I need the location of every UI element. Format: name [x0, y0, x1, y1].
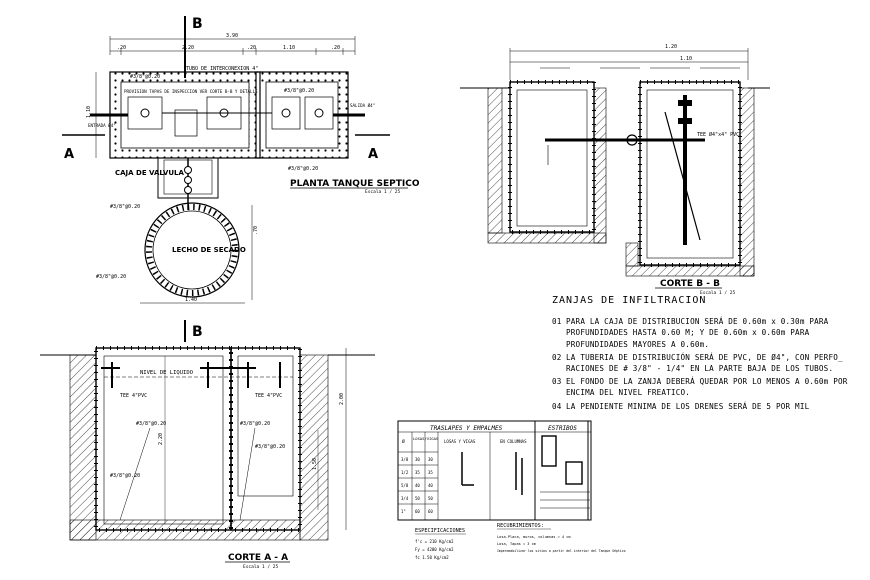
section-a-rebar-3: #3/8"@0.20 [255, 444, 285, 450]
traslapes-title: TRASLAPES Y EMPALMES [430, 425, 503, 432]
section-a-rebar-1: #3/8"@0.20 [240, 421, 270, 427]
note-number: 01 [552, 317, 562, 327]
traslapes-cell: 60 [415, 509, 420, 514]
section-b-view: 1.20 1.10 TEE Ø4"x4" PVC CO [460, 44, 770, 296]
traslapes-cell: 35 [415, 470, 420, 475]
traslapes-table: TRASLAPES Y EMPALMES ESTRIBOS Ø LOSAS/VI… [397, 420, 626, 560]
plan-section-b: B [192, 16, 203, 32]
traslapes-cell: 5/8 [401, 483, 409, 488]
note-text: LA TUBERIA DE DISTRIBUCIÓN SERÁ DE PVC, … [566, 352, 843, 374]
infiltration-notes: ZANJAS DE INFILTRACION 01 PARA LA CAJA D… [552, 295, 864, 414]
note-number: 04 [552, 401, 562, 411]
plan-dim-side-2: .70 [253, 226, 259, 235]
note-number: 02 [552, 352, 562, 362]
traslapes-cell: 50 [428, 496, 433, 501]
section-b-tee: TEE Ø4"x4" PVC [697, 131, 739, 138]
traslapes-cell: 1" [401, 509, 406, 514]
plan-valve-box: CAJA DE VALVULA [115, 169, 184, 177]
traslapes-cell: 60 [428, 509, 433, 514]
note-number: 03 [552, 377, 562, 387]
note-item: 01 PARA LA CAJA DE DISTRIBUCION SERÁ DE … [552, 316, 864, 350]
section-b-scale: Escala 1 / 25 [700, 290, 736, 296]
traslapes-header-3: EN COLUMNAS [500, 439, 527, 444]
traslapes-cell: 30 [415, 457, 420, 462]
traslapes-header-0: Ø [402, 438, 405, 445]
plan-dim-side-0: 1.10 [86, 106, 92, 118]
section-a-rebar-2: #3/8"@0.20 [110, 473, 140, 479]
section-a-marker-b: B [192, 324, 203, 340]
plan-rebar-top2: #3/8"@0.20 [284, 88, 314, 94]
traslapes-cell: 50 [415, 496, 420, 501]
traslapes-rows: 3/8 30 30 1/2 35 35 5/8 40 40 3/4 50 50 … [401, 457, 433, 514]
traslapes-cell: 40 [415, 483, 420, 488]
section-a-tee-right: TEE 4"PVC [255, 393, 282, 399]
plan-rebar-top: #3/8"@0.20 [130, 74, 160, 80]
section-a-rebar-0: #3/8"@0.20 [136, 421, 166, 427]
note-item: 04 LA PENDIENTE MINIMA DE LOS DRENES SER… [552, 401, 864, 412]
plan-rebar-valve: #3/8"@0.20 [110, 204, 140, 210]
plan-view: 3.90 .20 2.20 .20 1.10 .20 B TUBO DE INT… [62, 16, 420, 304]
section-a-dim-inner: 2.20 [158, 433, 164, 445]
plan-dim-top-1: 2.20 [182, 45, 194, 51]
traslapes-cell: 3/4 [401, 496, 409, 501]
note-text: EL FONDO DE LA ZANJA DEBERÁ QUEDAR POR L… [566, 377, 848, 398]
section-b-dim-1: 1.10 [680, 56, 692, 62]
specs-line-2: fc 1.50 Kg/cm2 [415, 555, 449, 560]
note-item: 03 EL FONDO DE LA ZANJA DEBERÁ QUEDAR PO… [552, 376, 864, 398]
section-a-view: B NIVEL DE LIQUIDO TEE 4"PVC TEE 4"PVC #… [40, 320, 375, 570]
plan-dim-total: 3.90 [226, 33, 238, 39]
section-a-title: CORTE A - A [228, 553, 288, 563]
recub-line-1: Losa, Tapas = 3 cm [497, 542, 536, 546]
plan-dim-bottom: 1.40 [185, 297, 197, 303]
estribos-title: ESTRIBOS [548, 425, 577, 432]
specs-line-0: f'c = 210 Kg/cm2 [415, 539, 454, 544]
plan-provision-label: PROVISION TAPAS DE INSPECCION VER CORTE … [124, 89, 258, 94]
traslapes-cell: 40 [428, 483, 433, 488]
plan-title: PLANTA TANQUE SEPTICO [290, 179, 420, 189]
note-text: PARA LA CAJA DE DISTRIBUCION SERÁ DE 0.6… [566, 317, 829, 349]
recub-line-0: Losa-Placa, muros, columnas = 4 cm [497, 535, 571, 539]
plan-salida: SALIDA Ø4" [350, 103, 375, 108]
note-item: 02 LA TUBERIA DE DISTRIBUCIÓN SERÁ DE PV… [552, 352, 864, 374]
traslapes-header-1: LOSAS/VIGAS [413, 436, 439, 441]
plan-dim-top-2: .20 [247, 45, 256, 51]
plan-pipe-label: TUBO DE INTERCONEXION 4" [186, 66, 258, 72]
traslapes-header-2: LOSAS Y VIGAS [444, 439, 476, 444]
plan-section-a-right: A [368, 147, 378, 162]
plan-rebar-bed: #3/8"@0.20 [96, 274, 126, 280]
section-a-tee-left: TEE 4"PVC [120, 393, 147, 399]
recubrimientos-title: RECUBRIMIENTOS: [497, 523, 544, 529]
traslapes-cell: 3/8 [401, 457, 409, 462]
plan-section-a-left: A [64, 147, 74, 162]
plan-scale: Escala 1 / 25 [365, 189, 401, 195]
section-a-scale: Escala 1 / 25 [243, 564, 279, 570]
note-text: LA PENDIENTE MINIMA DE LOS DRENES SERÁ D… [566, 401, 810, 411]
traslapes-cell: 35 [428, 470, 433, 475]
plan-entrada: ENTRADA Ø4" [88, 123, 116, 128]
traslapes-cell: 1/2 [401, 470, 409, 475]
traslapes-cell: 30 [428, 457, 433, 462]
section-b-dim-0: 1.20 [665, 44, 677, 50]
plan-drying-bed: LECHO DE SECADO [172, 246, 246, 254]
recub-line-2: Impermeabilizar los sitios a partir del … [497, 549, 626, 553]
plan-dim-top-4: .20 [331, 45, 340, 51]
section-a-dim-side-0: 1.50 [312, 458, 318, 470]
specs-line-1: Fy = 4200 Kg/cm2 [415, 547, 454, 552]
notes-title: ZANJAS DE INFILTRACION [552, 295, 707, 306]
section-a-nivel: NIVEL DE LIQUIDO [140, 370, 193, 376]
specs-title: ESPECIFICACIONES [415, 528, 465, 534]
section-a-dim-height: 2.00 [339, 393, 345, 405]
plan-dim-top-3: 1.10 [283, 45, 295, 51]
plan-rebar-right: #3/8"@0.20 [288, 166, 318, 172]
plan-dim-top-0: .20 [117, 45, 126, 51]
section-b-title: CORTE B - B [660, 279, 720, 289]
